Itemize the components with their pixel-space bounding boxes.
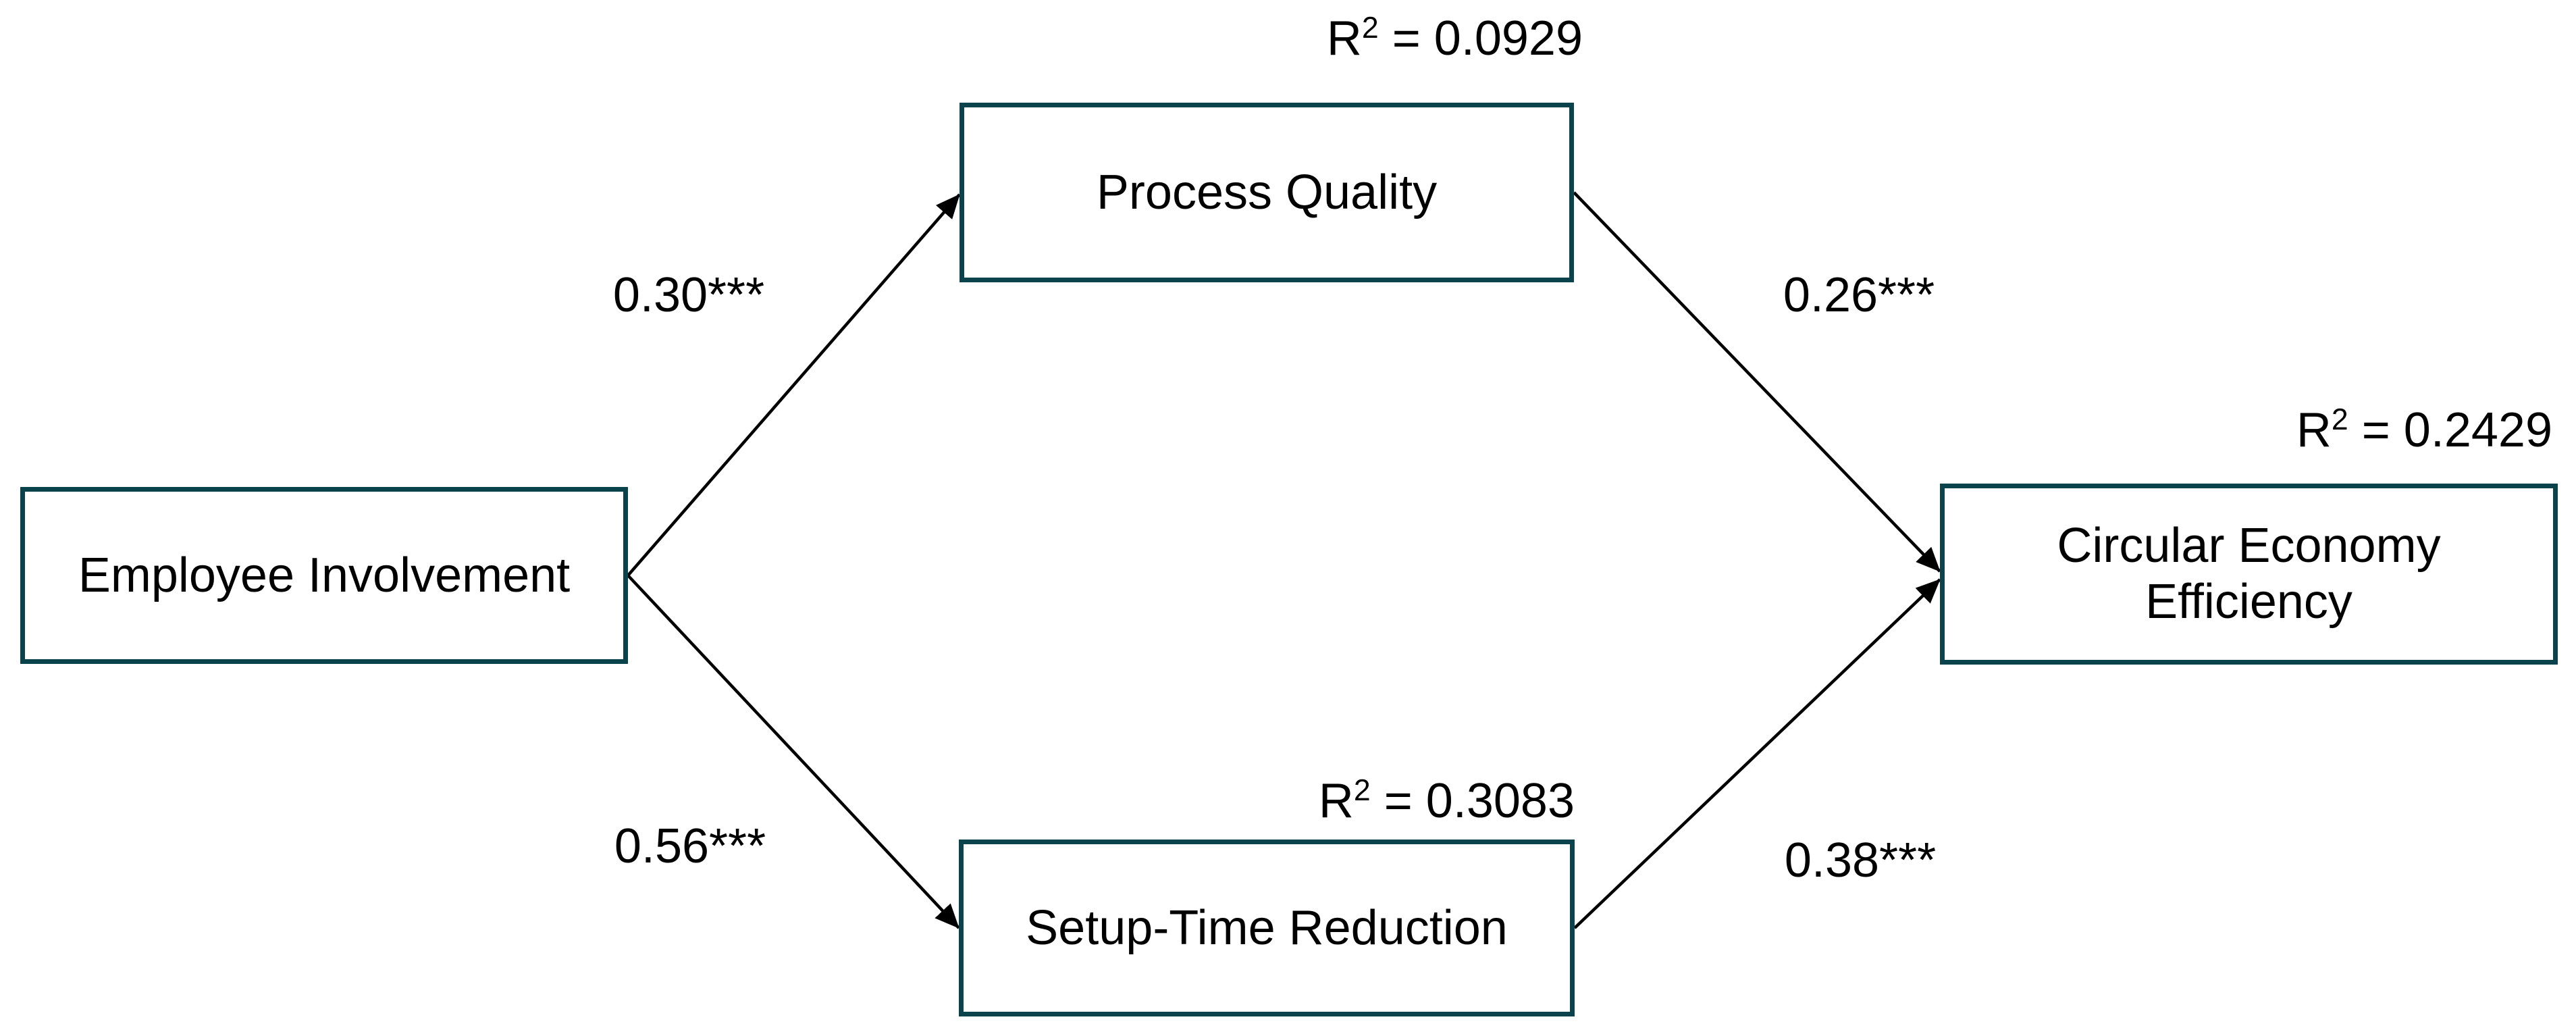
- node-label: Circular Economy Efficiency: [2057, 519, 2441, 629]
- r-squared-process-quality: R2 = 0.0929: [975, 10, 1583, 67]
- arrow-setup-time-reduction-to-circular-economy-efficiency: [1573, 578, 1941, 929]
- path-coefficient-ei-to-str: 0.56***: [614, 819, 766, 873]
- r-squared-exponent: 2: [1361, 11, 1379, 45]
- node-label: Setup-Time Reduction: [1026, 900, 1508, 955]
- arrow-process-quality-to-circular-economy-efficiency: [1573, 191, 1941, 573]
- r-squared-base: R: [2296, 403, 2332, 457]
- arrow-employee-involvement-to-process-quality: [627, 193, 961, 577]
- node-label: Process Quality: [1096, 165, 1438, 220]
- node-employee-involvement: Employee Involvement: [20, 487, 628, 664]
- node-setup-time-reduction: Setup-Time Reduction: [959, 840, 1575, 1016]
- r-squared-exponent: 2: [2331, 403, 2348, 436]
- r-squared-base: R: [1318, 774, 1354, 828]
- r-squared-exponent: 2: [1353, 774, 1371, 807]
- r-squared-value: = 0.3083: [1370, 774, 1575, 828]
- node-process-quality: Process Quality: [960, 103, 1574, 282]
- path-coefficient-str-to-cee: 0.38***: [1784, 833, 1937, 887]
- arrow-employee-involvement-to-setup-time-reduction: [627, 574, 960, 929]
- r-squared-base: R: [1326, 11, 1362, 66]
- r-squared-setup-time-reduction: R2 = 0.3083: [967, 773, 1575, 829]
- r-squared-value: = 0.2429: [2348, 403, 2552, 457]
- node-circular-economy-efficiency: Circular Economy Efficiency: [1940, 484, 2558, 665]
- node-label: Employee Involvement: [78, 548, 571, 602]
- r-squared-circular-economy-efficiency: R2 = 0.2429: [1945, 402, 2552, 459]
- path-coefficient-pq-to-cee: 0.26***: [1783, 268, 1935, 322]
- r-squared-value: = 0.0929: [1378, 11, 1583, 66]
- path-coefficient-ei-to-pq: 0.30***: [612, 268, 765, 322]
